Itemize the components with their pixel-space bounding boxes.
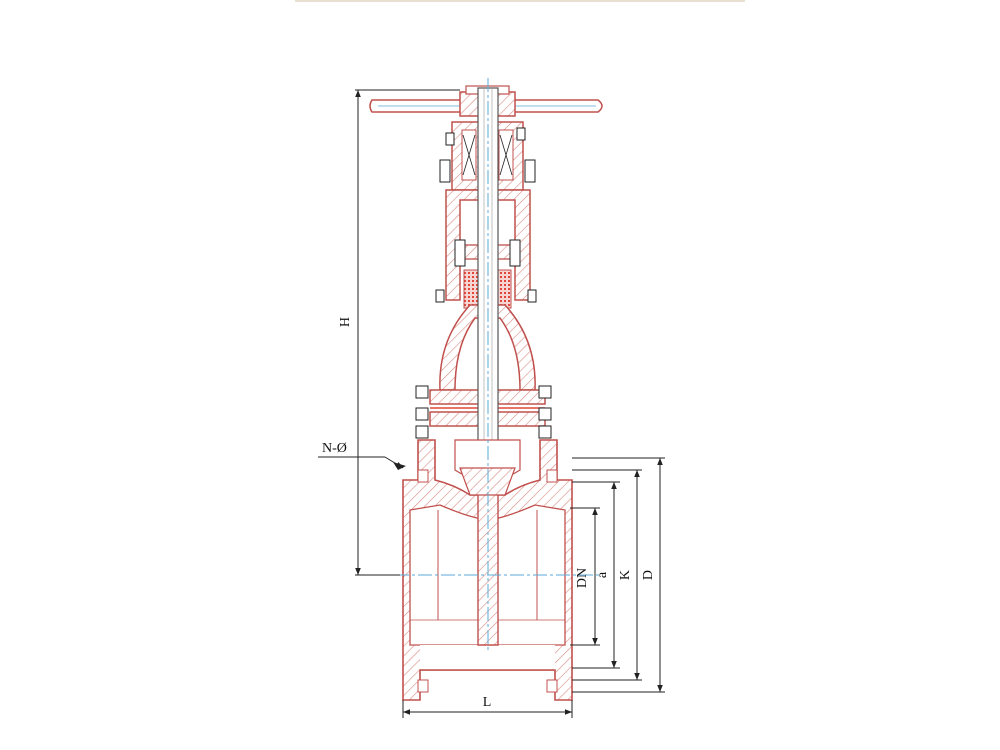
leader-arrowhead [393,462,406,470]
label-dn: DN [575,568,590,588]
label-h: H [338,317,353,327]
label-d: D [641,570,656,580]
top-decor-bar [295,0,745,2]
label-k: K [618,570,633,580]
label-a: a [595,571,610,578]
dimension-lines [318,89,665,718]
label-l: L [483,695,492,710]
label-n-phi: N-Ø [322,441,347,456]
centerlines [372,78,600,650]
